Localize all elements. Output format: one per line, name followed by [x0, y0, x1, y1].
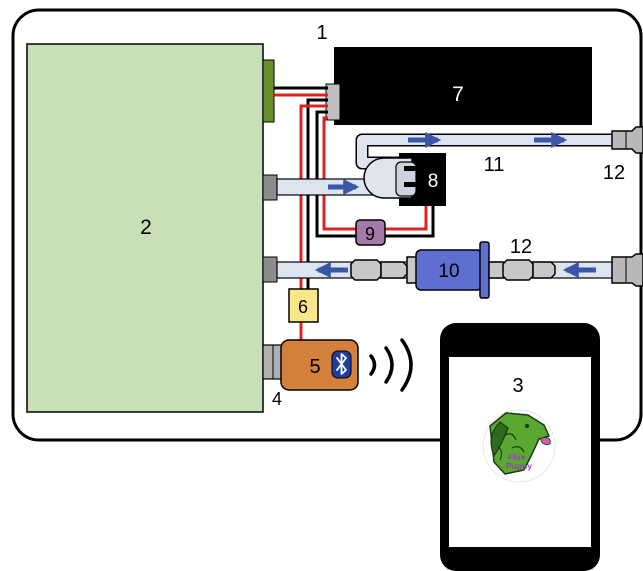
label-main-unit: 2 [140, 216, 152, 239]
label-black-box: 7 [452, 83, 464, 106]
filter-cap [479, 241, 490, 299]
label-component-9: 9 [365, 224, 375, 244]
main-unit-port-mid [262, 256, 278, 283]
label-pump: 8 [428, 171, 439, 192]
wire-red-loop [322, 116, 428, 231]
label-enclosure: 1 [316, 22, 327, 44]
logo-dog-tongue [540, 437, 551, 445]
fitting-mid-right-3 [532, 261, 556, 279]
wireless-wave-icon-3 [400, 338, 413, 392]
logo-dog-ear [490, 421, 509, 458]
label-phone: 3 [512, 375, 523, 397]
main-unit [26, 43, 264, 413]
label-bluetooth-module: 5 [309, 356, 320, 378]
label-fitting-top: 12 [603, 162, 625, 184]
label-port: 4 [272, 389, 282, 409]
black-box [334, 47, 592, 125]
label-filter: 10 [438, 261, 459, 282]
label-fitting-mid: 12 [510, 236, 532, 258]
wire-black-vertical [306, 98, 328, 290]
pump-lead-1 [404, 166, 425, 171]
fitting-top [611, 126, 643, 154]
component-6 [288, 288, 319, 323]
fitting-mid-left-2 [380, 261, 408, 279]
fitting-mid-right-2 [502, 259, 534, 281]
main-unit-port-top [262, 174, 278, 201]
component-9 [355, 219, 386, 246]
wireless-wave-icon-1 [369, 354, 377, 376]
logo-text-flux: Flux [508, 452, 526, 462]
main-unit-connector-green [262, 59, 275, 123]
pump-lead-2 [404, 182, 425, 187]
logo-text-puppy: Puppy [506, 461, 532, 471]
label-tube: 11 [484, 154, 505, 176]
logo-dog-eye [524, 423, 530, 429]
fitting-mid-left-1 [350, 259, 382, 281]
black-box-connector [325, 83, 341, 121]
bluetooth-icon [336, 353, 347, 375]
wireless-wave-icon-2 [384, 346, 394, 384]
logo-dog-pattern [497, 433, 525, 461]
flux-puppy-logo: Flux Puppy [482, 409, 556, 483]
label-component-6: 6 [298, 297, 308, 317]
fitting-mid-edge [611, 253, 643, 287]
wire-black-loop [315, 110, 435, 238]
